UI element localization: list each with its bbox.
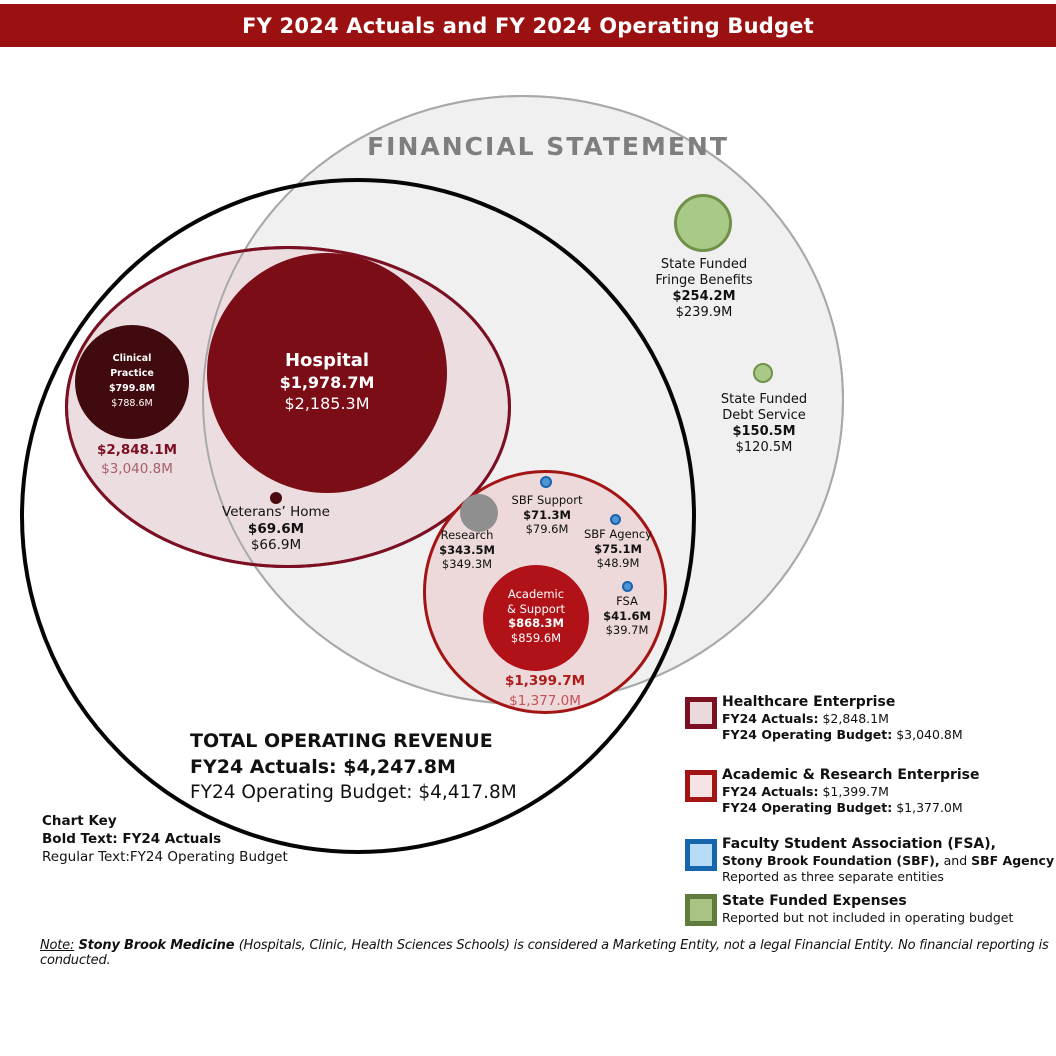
legend-item-fsa-sbf: Faculty Student Association (FSA), Stony… bbox=[722, 836, 1056, 885]
academic-actuals-total: $1,399.7M bbox=[504, 673, 586, 689]
total-revenue-actuals: FY24 Actuals: $4,247.8M bbox=[190, 756, 456, 778]
veterans-budget: $66.9M bbox=[250, 537, 302, 553]
healthcare-actuals-total: $2,848.1M bbox=[96, 442, 178, 458]
state-fringe-name-line2: Fringe Benefits bbox=[655, 273, 753, 288]
state-debt-name-line2: Debt Service bbox=[722, 408, 806, 423]
research-budget: $349.3M bbox=[441, 557, 493, 571]
sbf-support-name: SBF Support bbox=[511, 493, 583, 507]
legend-item-academic: Academic & Research Enterprise FY24 Actu… bbox=[722, 767, 1056, 816]
state-fringe-name-line1: State Funded bbox=[660, 257, 748, 272]
clinical-practice-label: Clinical Practice $799.8M $788.6M bbox=[75, 351, 189, 411]
legend-academic-budget-label: FY24 Operating Budget: bbox=[722, 800, 893, 815]
sbf-agency-budget: $48.9M bbox=[596, 556, 640, 570]
sbf-support-actuals: $71.3M bbox=[523, 507, 571, 522]
legend-item-healthcare: Healthcare Enterprise FY24 Actuals: $2,8… bbox=[722, 694, 1056, 743]
page-title: FY 2024 Actuals and FY 2024 Operating Bu… bbox=[242, 13, 814, 38]
academic-totals: $1,399.7M $1,377.0M bbox=[465, 672, 625, 711]
state-debt-budget: $120.5M bbox=[735, 440, 793, 455]
state-fringe-benefits-bubble bbox=[674, 194, 732, 252]
state-debt-actuals: $150.5M bbox=[732, 424, 796, 439]
clinical-actuals: $799.8M bbox=[108, 383, 156, 394]
chart-key-title: Chart Key bbox=[42, 813, 117, 829]
legend-fsa-line2-bold2: SBF Agency bbox=[971, 853, 1055, 868]
sbf-agency-actuals: $75.1M bbox=[594, 541, 642, 556]
chart-key-bold-line: Bold Text: FY24 Actuals bbox=[42, 831, 222, 847]
legend-fsa-title-line1: Faculty Student Association (FSA), bbox=[722, 836, 996, 852]
legend-healthcare-actuals-value: $2,848.1M bbox=[818, 711, 889, 726]
state-fringe-actuals: $254.2M bbox=[672, 289, 736, 304]
fsa-actuals: $41.6M bbox=[603, 608, 651, 623]
legend-healthcare-title: Healthcare Enterprise bbox=[722, 694, 896, 710]
legend-swatch-fsa-sbf bbox=[685, 839, 717, 871]
sbf-support-budget: $79.6M bbox=[525, 522, 569, 536]
footnote: Note: Stony Brook Medicine (Hospitals, C… bbox=[40, 938, 1052, 968]
financial-statement-label: FINANCIAL STATEMENT bbox=[367, 132, 729, 161]
legend-state-title: State Funded Expenses bbox=[722, 893, 907, 909]
state-debt-service-bubble bbox=[753, 363, 773, 383]
legend-fsa-line2-bold1: Stony Brook Foundation (SBF), bbox=[722, 853, 940, 868]
chart-key-regular-line: Regular Text:FY24 Operating Budget bbox=[42, 849, 288, 865]
hospital-label: Hospital $1,978.7M $2,185.3M bbox=[207, 349, 447, 414]
sbf-support-label: SBF Support $71.3M $79.6M bbox=[502, 493, 592, 537]
state-debt-label: State Funded Debt Service $150.5M $120.5… bbox=[684, 392, 844, 456]
fsa-budget: $39.7M bbox=[605, 623, 649, 637]
legend-state-subtitle: Reported but not included in operating b… bbox=[722, 910, 1014, 925]
veterans-name: Veterans’ Home bbox=[222, 504, 330, 520]
total-revenue-title: TOTAL OPERATING REVENUE bbox=[190, 730, 493, 752]
research-name: Research bbox=[440, 528, 494, 542]
title-bar: FY 2024 Actuals and FY 2024 Operating Bu… bbox=[0, 4, 1056, 47]
state-fringe-label: State Funded Fringe Benefits $254.2M $23… bbox=[624, 257, 784, 321]
veterans-actuals: $69.6M bbox=[247, 520, 305, 537]
legend-academic-actuals: FY24 Actuals: $1,399.7M bbox=[722, 784, 1056, 800]
academic-budget-total: $1,377.0M bbox=[509, 692, 581, 709]
legend-academic-actuals-value: $1,399.7M bbox=[818, 784, 889, 799]
legend-healthcare-budget: FY24 Operating Budget: $3,040.8M bbox=[722, 727, 1056, 743]
academic-support-label: Academic & Support $868.3M $859.6M bbox=[483, 587, 589, 645]
academic-support-name-line1: Academic bbox=[507, 587, 565, 601]
fsa-label: FSA $41.6M $39.7M bbox=[582, 594, 672, 638]
legend-healthcare-actuals-label: FY24 Actuals: bbox=[722, 711, 819, 726]
academic-support-name-line2: & Support bbox=[506, 601, 566, 616]
legend-healthcare-budget-label: FY24 Operating Budget: bbox=[722, 727, 893, 742]
legend-fsa-subtitle: Reported as three separate entities bbox=[722, 869, 944, 884]
clinical-budget: $788.6M bbox=[111, 398, 153, 409]
legend-academic-actuals-label: FY24 Actuals: bbox=[722, 784, 819, 799]
total-revenue-budget: FY24 Operating Budget: $4,417.8M bbox=[190, 782, 517, 803]
legend-academic-title: Academic & Research Enterprise bbox=[722, 767, 980, 783]
clinical-name-line1: Clinical bbox=[112, 353, 152, 364]
hospital-budget: $2,185.3M bbox=[284, 394, 370, 413]
legend-academic-budget: FY24 Operating Budget: $1,377.0M bbox=[722, 800, 1056, 816]
academic-support-actuals: $868.3M bbox=[508, 616, 564, 630]
legend-fsa-title-line2: Stony Brook Foundation (SBF), and SBF Ag… bbox=[722, 853, 1056, 869]
state-debt-name-line1: State Funded bbox=[720, 392, 808, 407]
academic-support-budget: $859.6M bbox=[510, 630, 562, 645]
legend-healthcare-actuals: FY24 Actuals: $2,848.1M bbox=[722, 711, 1056, 727]
legend-swatch-academic bbox=[685, 770, 717, 802]
footnote-note-label: Note: bbox=[40, 938, 75, 953]
hospital-name: Hospital bbox=[284, 350, 370, 371]
legend-fsa-line2-regular: and bbox=[939, 853, 972, 868]
legend-healthcare-budget-value: $3,040.8M bbox=[892, 727, 963, 742]
healthcare-totals: $2,848.1M $3,040.8M bbox=[57, 441, 217, 479]
sbf-agency-name: SBF Agency bbox=[583, 527, 653, 541]
footnote-text: (Hospitals, Clinic, Health Sciences Scho… bbox=[40, 938, 1049, 968]
total-operating-revenue-block: TOTAL OPERATING REVENUE FY24 Actuals: $4… bbox=[190, 728, 620, 806]
chart-key: Chart Key Bold Text: FY24 Actuals Regula… bbox=[42, 812, 372, 866]
legend-swatch-state-funded bbox=[685, 894, 717, 926]
sbf-agency-label: SBF Agency $75.1M $48.9M bbox=[573, 527, 663, 571]
footnote-entity: Stony Brook Medicine bbox=[74, 938, 239, 953]
state-fringe-budget: $239.9M bbox=[675, 305, 733, 320]
clinical-name-line2: Practice bbox=[110, 368, 154, 379]
legend-swatch-healthcare bbox=[685, 697, 717, 729]
veterans-home-label: Veterans’ Home $69.6M $66.9M bbox=[196, 504, 356, 554]
research-actuals: $343.5M bbox=[439, 542, 495, 557]
fsa-name: FSA bbox=[616, 594, 638, 608]
legend-academic-budget-value: $1,377.0M bbox=[892, 800, 963, 815]
legend-item-state-funded: State Funded Expenses Reported but not i… bbox=[722, 893, 1056, 926]
healthcare-budget-total: $3,040.8M bbox=[101, 461, 173, 477]
hospital-actuals: $1,978.7M bbox=[279, 373, 375, 392]
total-operating-revenue-ring bbox=[20, 178, 696, 854]
research-label: Research $343.5M $349.3M bbox=[427, 528, 507, 572]
